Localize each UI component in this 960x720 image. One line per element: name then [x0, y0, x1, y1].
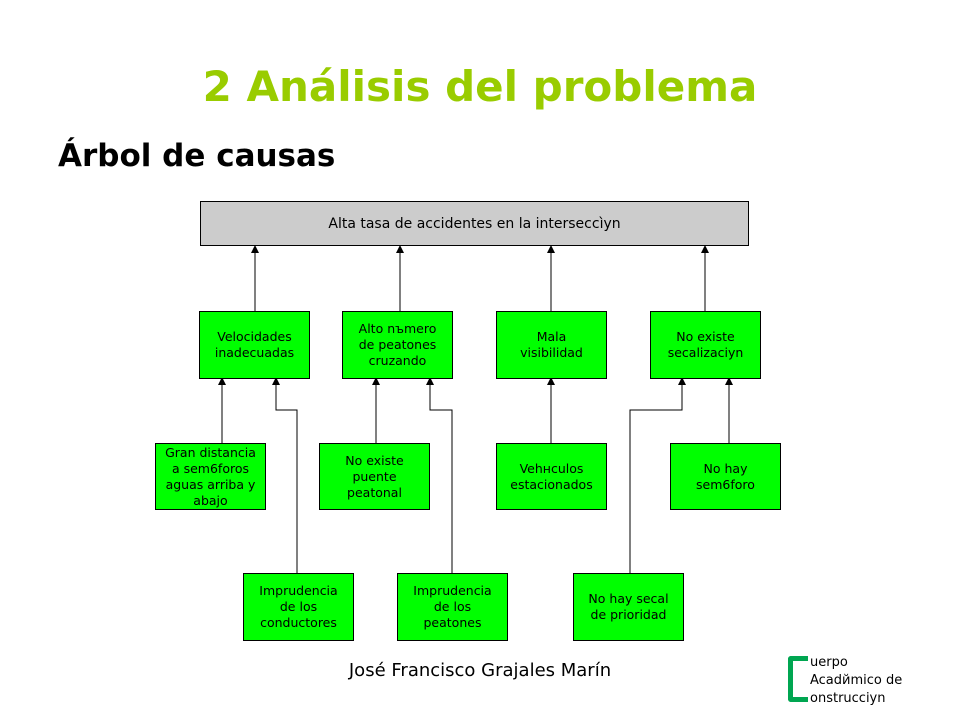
slide-title: 2 Análisis del problema: [202, 62, 758, 111]
subcause-box: Vehнculos estacionados: [496, 443, 607, 510]
cause-box: No existe secalizaciyn: [650, 311, 761, 379]
logo-c-icon: [788, 656, 808, 702]
logo-line: uerpo: [810, 655, 848, 670]
root-cause-box: Imprudencia de los conductores: [243, 573, 354, 641]
connector-arrow: [629, 377, 686, 573]
effect-box: Alta tasa de accidentes en la interseccì…: [200, 201, 749, 246]
author-footer: José Francisco Grajales Marín: [348, 660, 612, 681]
subcause-box: No existe puente peatonal: [319, 443, 430, 510]
root-cause-box: No hay secal de prioridad: [573, 573, 684, 641]
logo-line: Acadйmico de: [810, 673, 903, 688]
subcause-box: No hay sem6foro: [670, 443, 781, 510]
logo-line: onstrucciyn: [810, 691, 886, 706]
connector-arrow: [426, 377, 453, 573]
cause-box: Mala visibilidad: [496, 311, 607, 379]
cause-box: Velocidades inadecuadas: [199, 311, 310, 379]
institution-logo: uerpo Acadйmico de onstrucciyn: [788, 654, 908, 710]
subcause-box: Gran distancia a sem6foros aguas arriba …: [155, 443, 266, 510]
connector-arrow: [272, 377, 298, 573]
slide-subtitle: Árbol de causas: [58, 138, 336, 174]
root-cause-box: Imprudencia de los peatones: [397, 573, 508, 641]
cause-box: Alto nъmero de peatones cruzando: [342, 311, 453, 379]
